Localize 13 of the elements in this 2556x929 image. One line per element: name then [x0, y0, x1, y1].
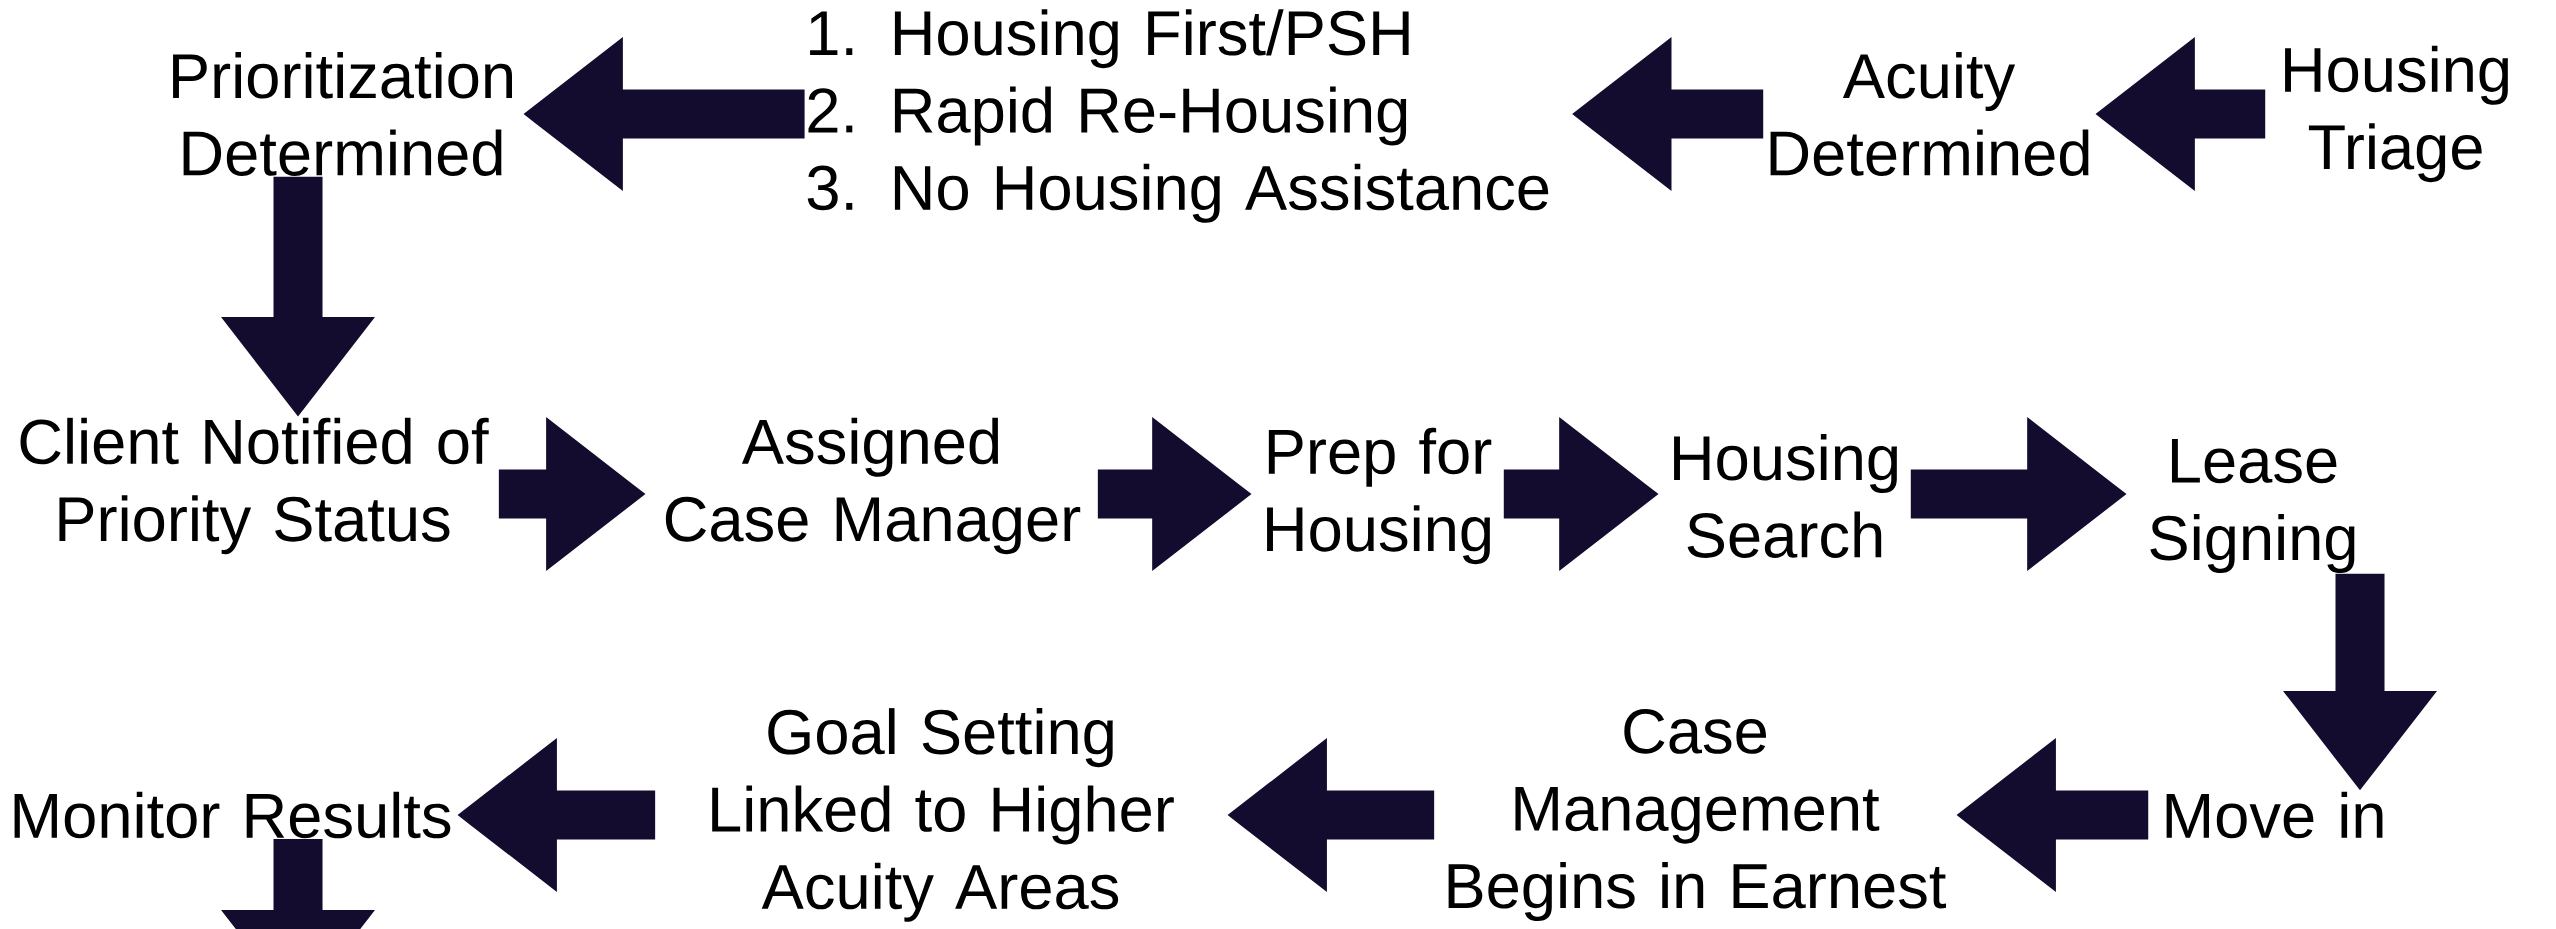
step-label: Monitor Results	[14, 791, 451, 839]
step-label: Prioritization Determined	[173, 52, 512, 176]
step-label: Assigned Case Manager	[665, 417, 1081, 555]
step-label: Lease Signing	[2150, 438, 2355, 574]
step-label: Goal Setting Linked to Higher Acuity Areas	[712, 708, 1174, 922]
step-label: Move in	[2166, 791, 2383, 839]
step-label: Client Notified of Priority Status	[20, 417, 489, 555]
step-label: Prep for Housing	[1267, 427, 1492, 565]
step-label: Case Management Begins in Earnest	[1448, 708, 1946, 922]
list-text: 1. Housing First/PSH 2. Rapid Re-Housing 3. No Housing Assistance	[807, 9, 1549, 223]
step-label: Acuity Determined	[1770, 52, 2089, 176]
step-label: Housing Triage	[2285, 45, 2508, 183]
step-label: Housing Search	[1674, 434, 1897, 558]
